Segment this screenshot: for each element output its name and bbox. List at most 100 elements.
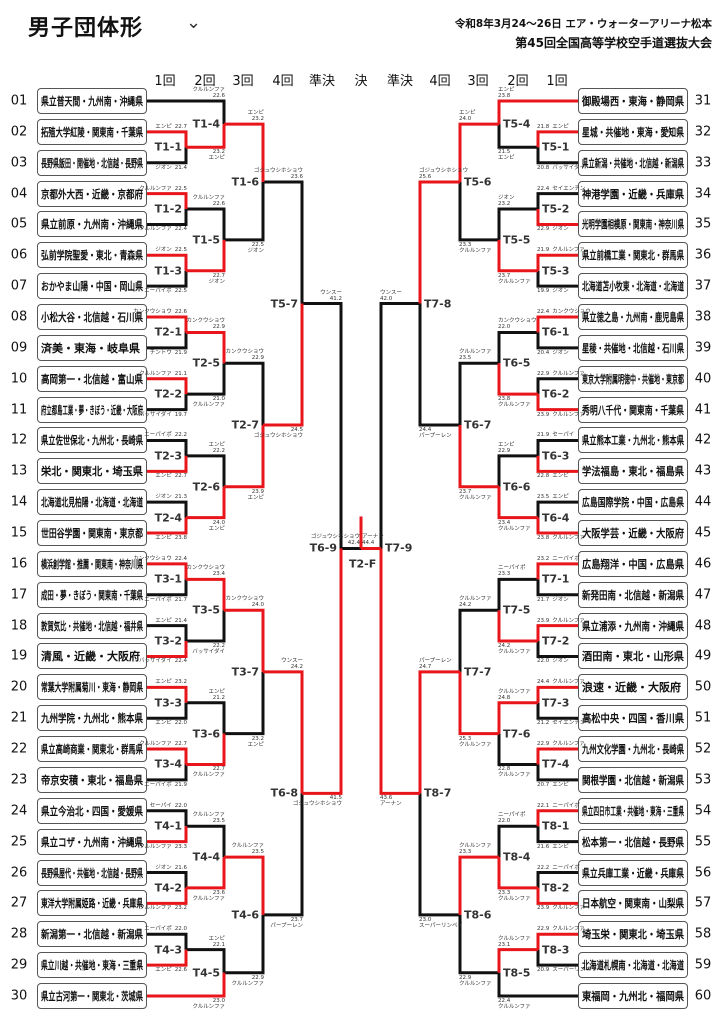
match-label[interactable]: T6-5 [503,356,531,370]
match-label[interactable]: T1-5 [192,233,220,247]
match-label[interactable]: T8-2 [542,881,570,895]
match-label[interactable]: T5-7 [270,297,298,311]
team-box[interactable]: 県立新潟・共催地・北信越・新潟県 [578,149,688,176]
team-box[interactable]: 県立前橋工業・関東北・群馬県 [578,242,688,269]
team-box[interactable]: 県立前原・九州南・沖縄県 [37,211,147,238]
match-label[interactable]: T4-6 [231,908,259,922]
match-label[interactable]: T3-7 [231,665,259,679]
team-box[interactable]: 弘前学院聖愛・東北・青森県 [37,242,147,269]
team-box[interactable]: 済美・東海・岐阜県 [37,334,147,361]
team-box[interactable]: 秀明八千代・関東南・千葉県 [578,396,688,423]
match-label[interactable]: T8-6 [464,908,492,922]
team-box[interactable]: 県立兵庫工業・近畿・兵庫県 [578,859,688,886]
match-label[interactable]: T8-5 [503,966,531,980]
match-label[interactable]: T3-4 [154,757,182,771]
match-label[interactable]: T6-2 [542,387,570,401]
team-box[interactable]: 新発田南・北信越・新潟県 [578,581,688,608]
team-box[interactable]: 神港学園・近畿・兵庫県 [578,180,688,207]
match-label[interactable]: T1-3 [154,264,182,278]
match-label[interactable]: T4-3 [154,943,182,957]
match-label[interactable]: T7-3 [542,696,570,710]
team-box[interactable]: 北海道苫小牧東・北海道・北海道 [578,273,688,300]
match-label[interactable]: T6-9 [309,541,337,555]
match-label[interactable]: T7-5 [503,603,531,617]
team-box[interactable]: 県立古河第一・関東北・茨城県 [37,982,147,1009]
team-box[interactable]: 県立川越・共催地・東海・三重県 [37,952,147,979]
team-box[interactable]: 光明学園相模原・関東南・神奈川県 [578,211,688,238]
match-label[interactable]: T3-3 [154,696,182,710]
team-box[interactable]: 県立普天間・九州南・沖縄県 [37,88,147,114]
team-box[interactable]: 関根学園・北信越・新潟県 [578,766,688,793]
match-label[interactable]: T4-1 [154,819,182,833]
team-box[interactable]: 御殿場西・東海・静岡県 [578,88,688,114]
team-box[interactable]: 県立コザ・九州南・沖縄県 [37,828,147,855]
team-box[interactable]: 東福岡・九州北・福岡県 [578,982,688,1009]
team-box[interactable]: 浪速・近畿・大阪府 [578,674,688,701]
team-box[interactable]: 清風・近畿・大阪府 [37,643,147,670]
team-box[interactable]: 大阪学芸・近畿・大阪府 [578,520,688,547]
team-box[interactable]: 帝京安積・東北・福島県 [37,766,147,793]
team-box[interactable]: 敦賀気比・共催地・北信越・福井県 [37,612,147,639]
team-box[interactable]: 埼玉栄・関東北・埼玉県 [578,921,688,948]
team-box[interactable]: 府立都島工業・夢・きぼう・近畿・大阪府 [37,396,147,423]
team-box[interactable]: 九州学院・九州北・熊本県 [37,705,147,732]
match-label[interactable]: T6-4 [542,511,570,525]
match-label[interactable]: T1-1 [154,140,182,154]
match-label[interactable]: T6-7 [464,418,492,432]
match-label[interactable]: T1-2 [154,202,182,216]
match-label[interactable]: T7-8 [424,297,452,311]
match-label[interactable]: T5-2 [542,202,570,216]
chevron-down-icon[interactable]: ⌄ [186,12,202,33]
team-box[interactable]: 九州文化学園・九州北・長崎県 [578,736,688,763]
match-label[interactable]: T7-6 [503,727,531,741]
match-label[interactable]: T7-4 [542,757,570,771]
match-label[interactable]: T6-6 [503,480,531,494]
team-box[interactable]: 県立今治北・四国・愛媛県 [37,797,147,824]
team-box[interactable]: 県立熊本工業・九州北・熊本県 [578,427,688,454]
match-label[interactable]: T8-3 [542,943,570,957]
team-box[interactable]: 横浜創学館・推薦・関東南・神奈川県 [37,550,147,577]
team-box[interactable]: 酒田南・東北・山形県 [578,643,688,670]
match-label[interactable]: T6-3 [542,449,570,463]
team-box[interactable]: 広島翔洋・中国・広島県 [578,550,688,577]
match-label[interactable]: T6-8 [270,786,298,800]
match-label[interactable]: T7-9 [385,541,413,555]
match-label[interactable]: T2-1 [154,325,182,339]
team-box[interactable]: 県立佐世保北・九州北・長崎県 [37,427,147,454]
match-label[interactable]: T8-7 [424,786,452,800]
team-box[interactable]: 学法福島・東北・福島県 [578,458,688,485]
match-label[interactable]: T8-4 [503,850,531,864]
team-box[interactable]: 星城・共催地・東海・愛知県 [578,118,688,145]
team-box[interactable]: 高松中央・四国・香川県 [578,705,688,732]
match-label[interactable]: T2-3 [154,449,182,463]
team-box[interactable]: 日本航空・関東南・山梨県 [578,890,688,917]
match-label[interactable]: T4-5 [192,966,220,980]
team-box[interactable]: 星稜・共催地・北信越・石川県 [578,334,688,361]
team-box[interactable]: 松本第一・北信越・長野県 [578,828,688,855]
team-box[interactable]: おかやま山陽・中国・岡山県 [37,273,147,300]
team-box[interactable]: 常葉大学附属菊川・東海・静岡県 [37,674,147,701]
match-label[interactable]: T5-6 [464,175,492,189]
team-box[interactable]: 長野県飯田・開催地・北信越・長野県 [37,149,147,176]
team-box[interactable]: 北海道札幌南・北海道・北海道 [578,952,688,979]
match-label[interactable]: T2-2 [154,387,182,401]
team-box[interactable]: 拓殖大学紅陵・関東南・千葉県 [37,118,147,145]
team-box[interactable]: 県立四日市工業・共催地・東海・三重県 [578,797,688,824]
match-label[interactable]: T3-5 [192,603,220,617]
match-label[interactable]: T1-4 [192,117,220,131]
team-box[interactable]: 世田谷学園・関東南・東京都 [37,520,147,547]
match-label[interactable]: T4-2 [154,881,182,895]
team-box[interactable]: 小松大谷・北信越・石川県 [37,304,147,331]
match-label[interactable]: T2-6 [192,480,220,494]
match-label[interactable]: T1-6 [231,175,259,189]
team-box[interactable]: 県立徳之島・九州南・鹿児島県 [578,304,688,331]
team-box[interactable]: 成田・夢・きぼう・関東南・千葉県 [37,581,147,608]
match-label[interactable]: T3-1 [154,572,182,586]
match-label[interactable]: T8-1 [542,819,570,833]
match-label[interactable]: T5-3 [542,264,570,278]
team-box[interactable]: 京都外大西・近畿・京都府 [37,180,147,207]
match-label[interactable]: T3-2 [154,634,182,648]
team-box[interactable]: 栄北・関東北・埼玉県 [37,458,147,485]
match-label[interactable]: T5-5 [503,233,531,247]
team-box[interactable]: 長野県屋代・共催地・北信越・長野県 [37,859,147,886]
